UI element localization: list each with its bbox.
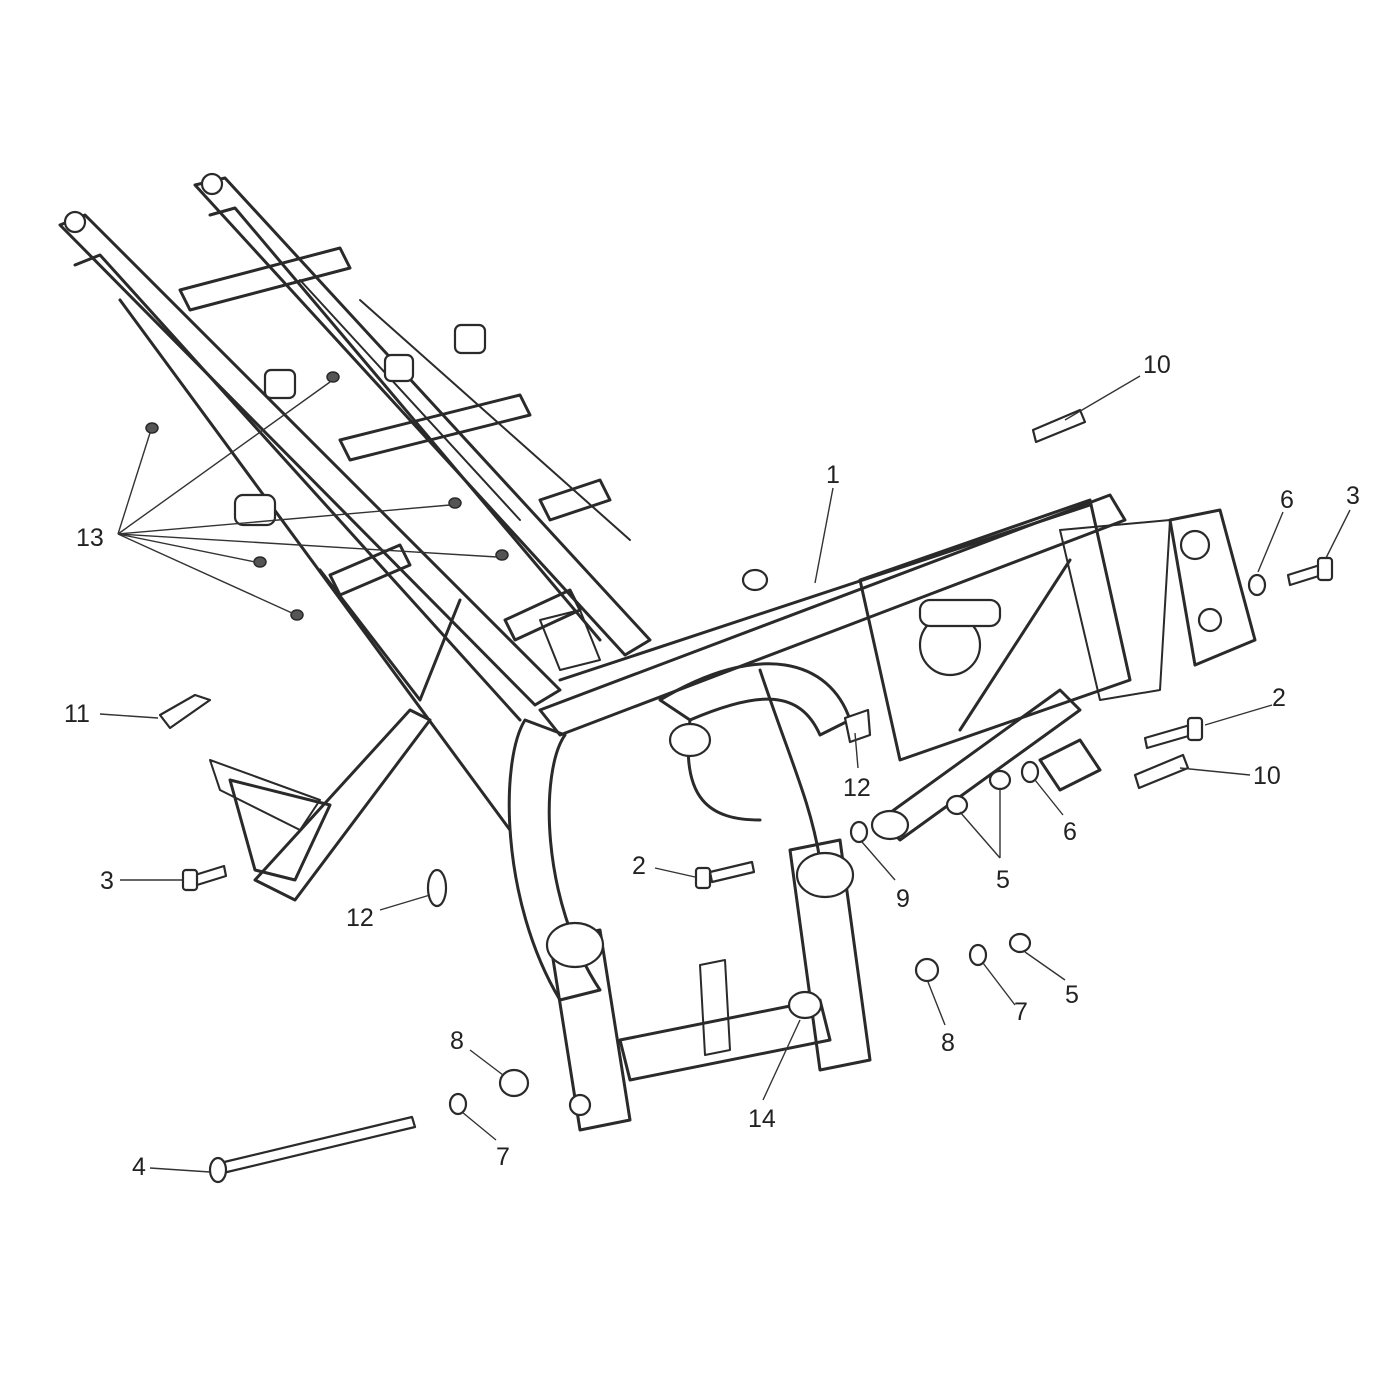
callout-11: 11: [64, 700, 90, 728]
main-frame: [58, 172, 1257, 1132]
pad-upper: [1031, 408, 1087, 444]
callout-2-right: 2: [1272, 684, 1286, 712]
callout-8-right: 8: [941, 1029, 955, 1057]
callout-10-upper: 10: [1143, 351, 1171, 379]
callout-12-left: 12: [346, 904, 374, 932]
callout-7-right: 7: [1014, 998, 1028, 1026]
callout-1: 1: [826, 461, 840, 489]
callout-14: 14: [748, 1105, 776, 1133]
callout-9: 9: [896, 885, 910, 913]
callout-3-left: 3: [100, 867, 114, 895]
callout-13: 13: [76, 524, 104, 552]
callout-7-left: 7: [496, 1143, 510, 1171]
callout-4: 4: [132, 1153, 146, 1181]
callout-6-lower: 6: [1063, 818, 1077, 846]
callout-3-right: 3: [1346, 482, 1360, 510]
callout-labels: 1 2 2 3 3 4 5 5 6 6 7 7 8 8 9 10 10 11 1…: [64, 351, 1360, 1181]
callout-5-upper: 5: [996, 866, 1010, 894]
callout-2-centre: 2: [632, 852, 646, 880]
pad-lower: [1133, 753, 1190, 790]
callout-10-lower: 10: [1253, 762, 1281, 790]
leader-lines: [99, 375, 1351, 1173]
callout-5-lower: 5: [1065, 981, 1079, 1009]
hardware: [145, 371, 1334, 1184]
callout-12-right: 12: [843, 774, 871, 802]
callout-8-left: 8: [450, 1027, 464, 1055]
callout-6-upper: 6: [1280, 486, 1294, 514]
